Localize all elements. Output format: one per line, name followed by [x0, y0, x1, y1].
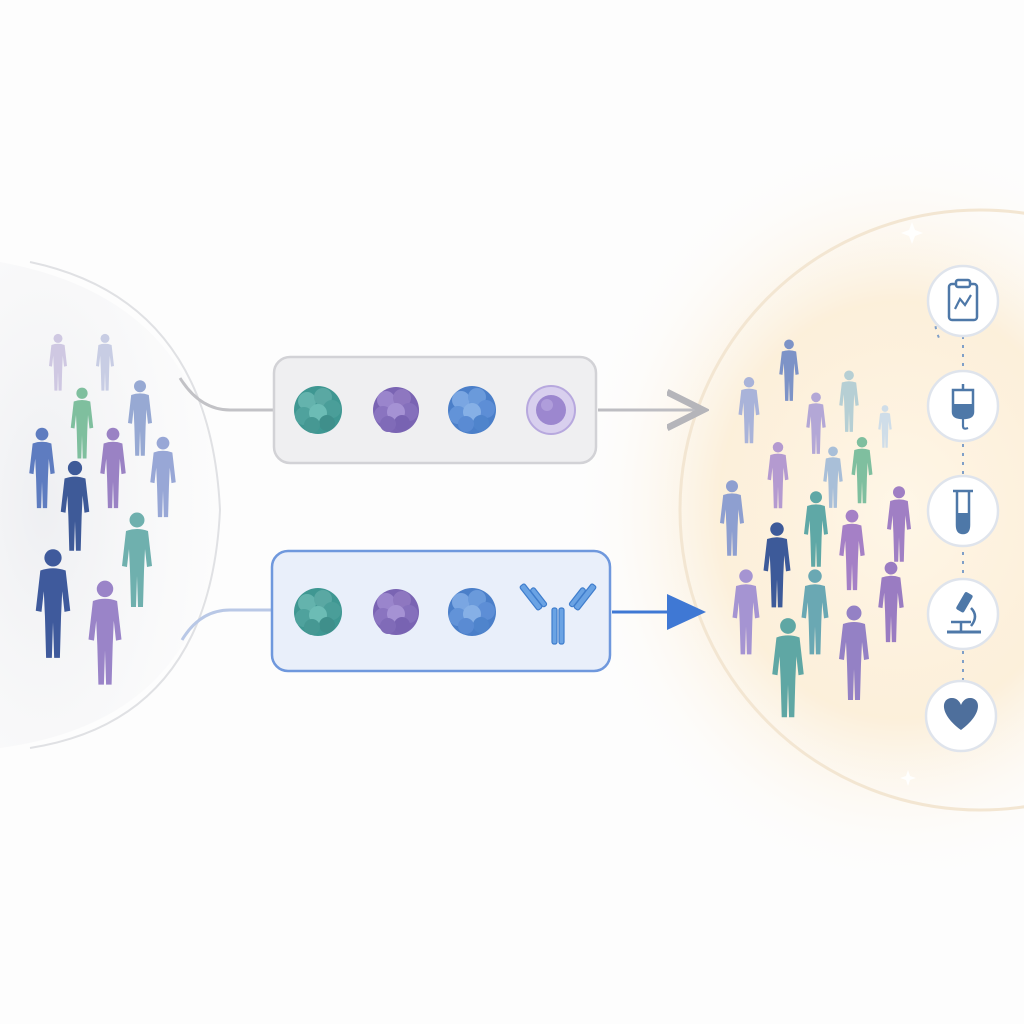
pathway-standard — [272, 355, 598, 465]
heart-icon — [924, 679, 998, 753]
microscope-icon — [926, 577, 1000, 651]
right-glow — [570, 130, 1024, 890]
iv-bag-icon — [926, 369, 1000, 443]
cell-cluster-icon — [448, 588, 496, 636]
test-tube-icon — [926, 474, 1000, 548]
cell-cluster-icon — [373, 387, 419, 433]
antibody-icon — [519, 583, 597, 645]
cell-cluster-icon — [294, 588, 342, 636]
cell-cluster-icon — [448, 386, 496, 434]
cell-icon — [526, 385, 576, 435]
clipboard-chart-icon — [926, 264, 1000, 338]
pathway-antibody — [270, 549, 612, 673]
cell-cluster-icon — [373, 589, 419, 635]
connector-top — [178, 377, 274, 412]
connector-bottom — [180, 608, 272, 641]
cell-cluster-icon — [294, 386, 342, 434]
